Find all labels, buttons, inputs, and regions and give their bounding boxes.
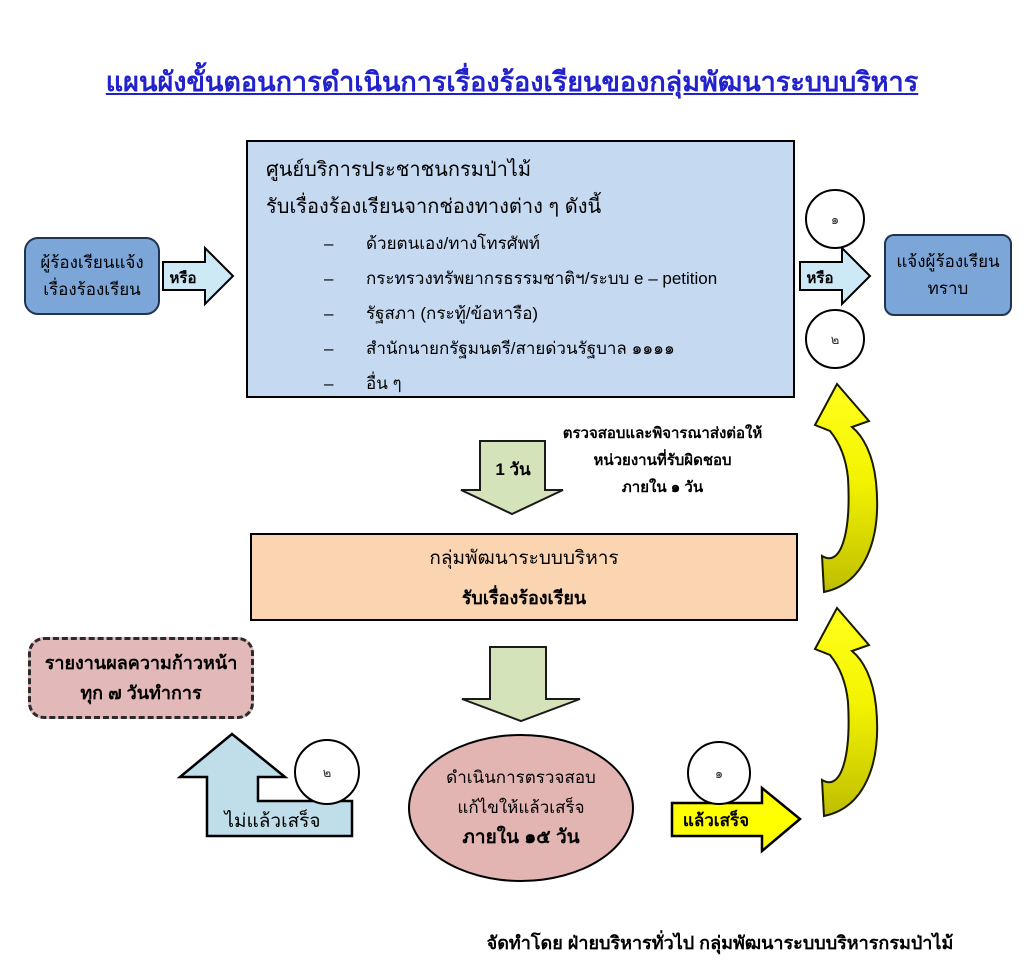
bullet-dash: – — [324, 339, 334, 358]
channel-item-label: ด้วยตนเอง/ทางโทรศัพท์ — [366, 234, 540, 253]
footer-note: จัดทำโดย ฝ่ายบริหารทั่วไป กลุ่มพัฒนาระบบ… — [486, 933, 954, 953]
channels-heading2: รับเรื่องร้องเรียนจากช่องทางต่าง ๆ ดังนี… — [266, 196, 602, 218]
one-day-label: 1 วัน — [495, 460, 531, 479]
admin-group-box: กลุ่มพัฒนาระบบบริหาร รับเรื่องร้องเรียน — [250, 533, 798, 621]
report-progress-box: รายงานผลความก้าวหน้า ทุก ๗ วันทำการ — [28, 637, 254, 719]
bullet-dash: – — [324, 234, 334, 253]
circle-1-top: ๑ — [805, 189, 865, 249]
channels-box: ศูนย์บริการประชาชนกรมป่าไม้ รับเรื่องร้อ… — [246, 140, 795, 398]
process-line3: ภายใน ๑๕ วัน — [462, 827, 580, 848]
channel-item: – รัฐสภา (กระทู้/ข้อหารือ) — [324, 296, 783, 331]
review-note: ตรวจสอบและพิจารณาส่งต่อให้ หน่วยงานที่รั… — [555, 420, 770, 501]
curved-arrow-lower — [813, 606, 879, 818]
review-note-line2: หน่วยงานที่รับผิดชอบ — [593, 452, 732, 469]
not-done-label: ไม่แล้วเสร็จ — [224, 811, 321, 832]
or-label-right: หรือ — [806, 270, 834, 287]
or-label-left: หรือ — [169, 270, 197, 287]
process-line1: ดำเนินการตรวจสอบ — [446, 768, 596, 787]
report-line2: ทุก ๗ วันทำการ — [80, 683, 202, 703]
bullet-dash: – — [324, 374, 334, 393]
channel-item-label: สำนักนายกรัฐมนตรี/สายด่วนรัฐบาล ๑๑๑๑ — [366, 339, 675, 358]
circle-2-top: ๒ — [805, 309, 865, 369]
channel-item: – สำนักนายกรัฐมนตรี/สายด่วนรัฐบาล ๑๑๑๑ — [324, 331, 783, 366]
complainant-line2: เรื่องร้องเรียน — [43, 280, 141, 299]
channel-item: – กระทรวงทรัพยากรธรรมชาติฯ/ระบบ e – peti… — [324, 261, 783, 296]
complainant-box: ผู้ร้องเรียนแจ้ง เรื่องร้องเรียน — [24, 237, 160, 315]
channel-item-label: อื่น ๆ — [366, 374, 402, 393]
channels-heading1: ศูนย์บริการประชาชนกรมป่าไม้ — [266, 159, 532, 181]
review-note-line3: ภายใน ๑ วัน — [621, 479, 704, 496]
notify-line1: แจ้งผู้ร้องเรียน — [896, 252, 1000, 271]
admin-group-line1: กลุ่มพัฒนาระบบบริหาร — [429, 547, 619, 569]
circle-2-bottom: ๒ — [294, 739, 360, 805]
notify-line2: ทราบ — [927, 279, 969, 298]
page-title: แผนผังขั้นตอนการดำเนินการเรื่องร้องเรียน… — [105, 67, 919, 97]
channel-item: – อื่น ๆ — [324, 366, 783, 401]
admin-group-line2: รับเรื่องร้องเรียน — [461, 587, 587, 608]
bullet-dash: – — [324, 304, 334, 323]
circle-1-bottom: ๑ — [687, 741, 751, 805]
notify-box: แจ้งผู้ร้องเรียน ทราบ — [884, 234, 1012, 316]
bullet-dash: – — [324, 269, 334, 288]
report-line1: รายงานผลความก้าวหน้า — [44, 653, 238, 673]
process-ellipse: ดำเนินการตรวจสอบ แก้ไขให้แล้วเสร็จ ภายใน… — [408, 734, 634, 882]
review-note-line1: ตรวจสอบและพิจารณาส่งต่อให้ — [562, 425, 763, 442]
done-label: แล้วเสร็จ — [682, 811, 750, 830]
channel-item-label: กระทรวงทรัพยากรธรรมชาติฯ/ระบบ e – petiti… — [366, 269, 718, 288]
channel-item-label: รัฐสภา (กระทู้/ข้อหารือ) — [366, 304, 539, 323]
channel-item: – ด้วยตนเอง/ทางโทรศัพท์ — [324, 226, 783, 261]
curved-arrow-upper — [813, 382, 879, 594]
complainant-line1: ผู้ร้องเรียนแจ้ง — [40, 253, 144, 272]
down-arrow — [461, 646, 581, 723]
process-line2: แก้ไขให้แล้วเสร็จ — [457, 798, 585, 817]
